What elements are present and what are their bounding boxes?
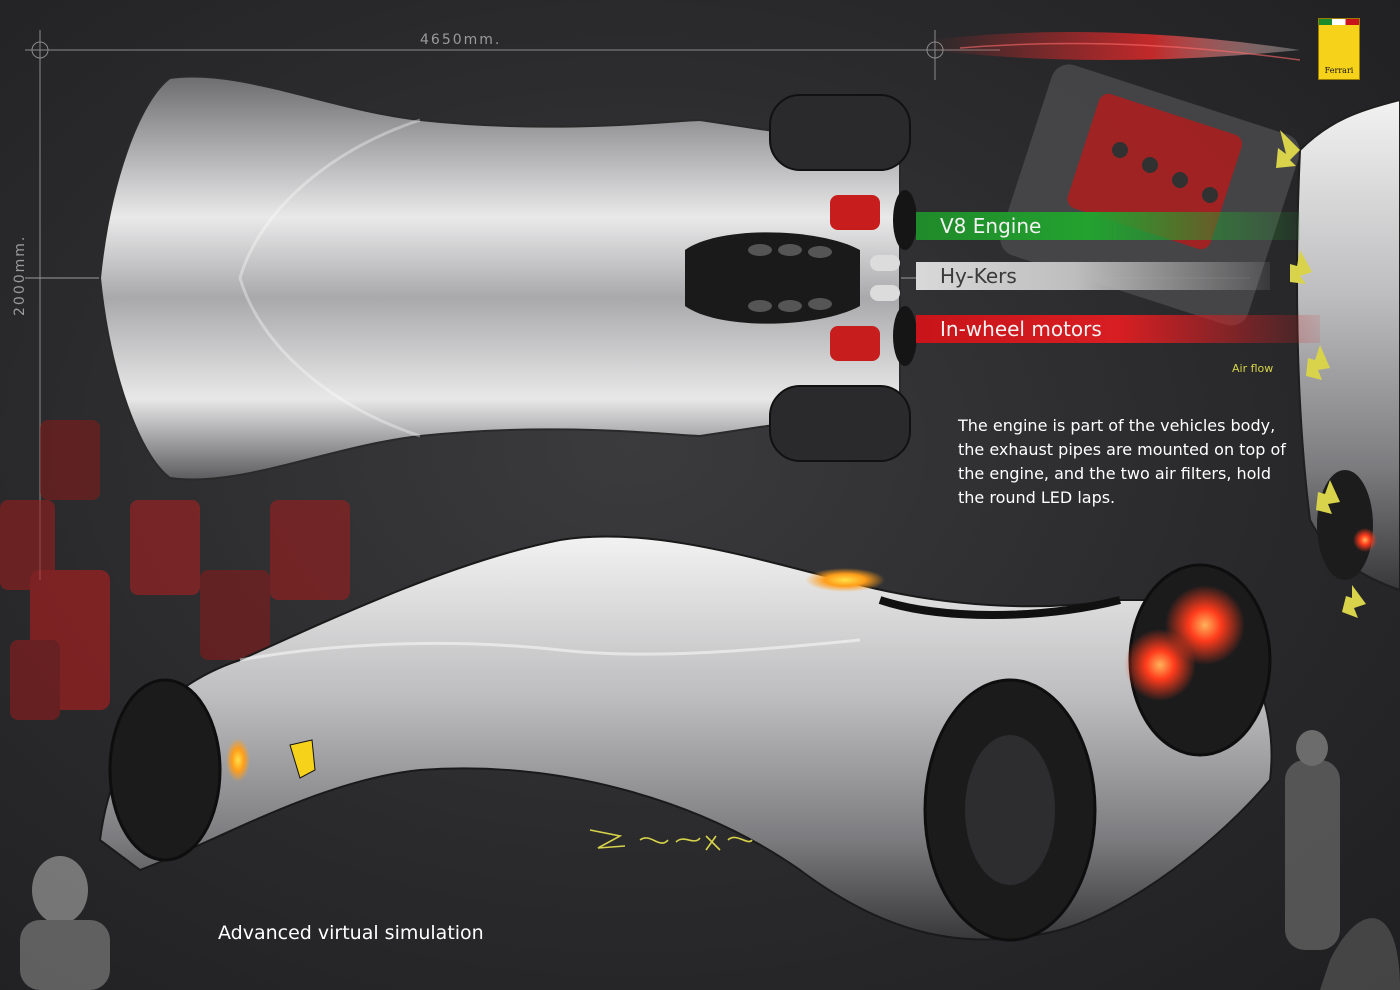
airflow-arrows [1276, 130, 1366, 618]
engine-render [1000, 64, 1300, 326]
signature [589, 829, 753, 851]
airflow-label: Air flow [1232, 362, 1274, 375]
logo-wordmark: Ferrari [1324, 66, 1354, 75]
background-figures [20, 730, 1400, 990]
v8-engine-label: V8 Engine [916, 212, 1300, 240]
side-view-partial [1296, 98, 1400, 592]
perspective-view-car [98, 535, 1273, 942]
length-dimension-label: 4650mm. [420, 32, 502, 48]
background-race-cars [0, 420, 350, 720]
width-dimension-label: 2000mm. [12, 234, 28, 316]
simulation-caption: Advanced virtual simulation [218, 922, 484, 944]
italian-flag-stripe [1319, 19, 1359, 25]
ferrari-logo: Ferrari [1318, 18, 1360, 80]
in-wheel-motors-label: In-wheel motors [916, 315, 1320, 343]
hy-kers-label: Hy-Kers [916, 262, 1270, 290]
engine-description: The engine is part of the vehicles body,… [958, 416, 1286, 507]
top-view-car [98, 75, 917, 481]
